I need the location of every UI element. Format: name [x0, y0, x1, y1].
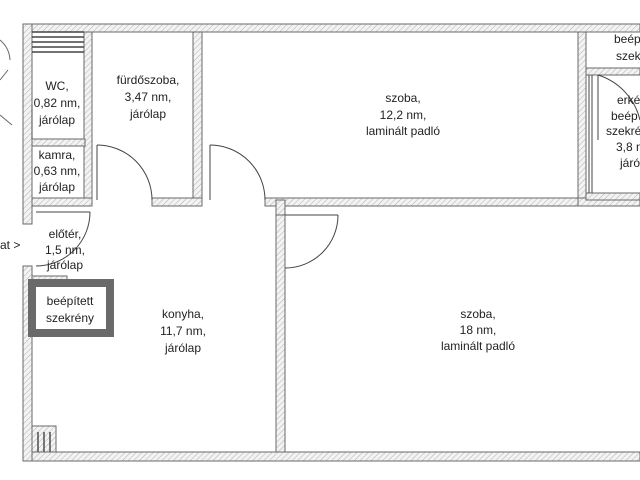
wall-furdo-szoba [192, 31, 203, 201]
szoba1-label-1: szoba, [385, 91, 420, 105]
konyha-label-2: 11,7 nm, [160, 324, 206, 338]
beepitett-label-2: szekrény [46, 311, 94, 325]
wc-label-1: WC, [45, 79, 68, 93]
wall-szoba-erkely [577, 31, 587, 201]
right-cabinet-label-2: szek [616, 49, 640, 63]
elotet-label-2: 1,5 nm, [45, 243, 85, 257]
wall-mid-left [31, 197, 93, 207]
kamra-label-2: 0,63 nm, [34, 164, 81, 178]
wall-wc-kamra [31, 138, 86, 147]
wc-label-3: járólap [38, 113, 75, 127]
erkely-label-3: szekré [606, 124, 640, 138]
szoba1-label-3: laminált padló [366, 124, 440, 138]
beepitett-label-1: beépített [47, 294, 94, 308]
outer-wall-left-lower [22, 265, 33, 462]
wall-konyha-szoba2 [275, 199, 286, 453]
furdo-label-2: 3,47 nm, [125, 90, 172, 104]
szoba2-label-2: 18 nm, [460, 323, 497, 337]
outer-wall-bottom [22, 451, 640, 462]
szoba1-label-2: 12,2 nm, [380, 108, 427, 122]
erkely-label-5: járó [619, 156, 640, 170]
szoba2-label-3: laminált padló [441, 339, 515, 353]
szoba2-label-1: szoba, [460, 307, 495, 321]
entrance-label: at > [0, 238, 20, 252]
erkely-label-4: 3,8 n [616, 140, 640, 154]
kamra-label-1: kamra, [39, 148, 76, 162]
wall-konyha-szoba2-top [275, 199, 286, 216]
door-furdo-arc [96, 144, 153, 201]
window-mark [32, 31, 84, 53]
konyha-label-3: járólap [164, 341, 201, 355]
outer-wall-left-upper [22, 23, 33, 225]
furdo-label-1: fürdőszoba, [117, 73, 180, 87]
wall-mid-szoba [264, 197, 579, 207]
kamra-label-3: járólap [38, 180, 75, 194]
door-entrance-arc [35, 211, 91, 267]
beepitett-box [28, 279, 114, 337]
doors [31, 74, 640, 269]
outer-wall-top [22, 23, 640, 33]
elotet-label-1: előtér, [49, 227, 82, 241]
konyha-label-1: konyha, [162, 307, 204, 321]
furdo-label-3: járólap [129, 107, 166, 121]
wc-label-2: 0,82 nm, [34, 96, 81, 110]
compass-icon [0, 39, 13, 126]
window-mark-right [588, 75, 593, 193]
door-szoba2-arc [284, 214, 339, 269]
right-cabinet-label-1: beép [614, 32, 640, 46]
wall-right-cabinet-bottom2 [585, 192, 640, 201]
wall-mid-furdo [151, 197, 203, 207]
door-szoba1-arc [209, 144, 266, 201]
wall-right-cabinet-bottom [585, 67, 640, 76]
erkely-label-2: beép [611, 109, 638, 123]
erkely-label-1: erké [617, 93, 640, 107]
walls [22, 23, 640, 462]
wall-wc-furdo [83, 31, 93, 201]
elotet-label-3: járólap [46, 258, 83, 272]
